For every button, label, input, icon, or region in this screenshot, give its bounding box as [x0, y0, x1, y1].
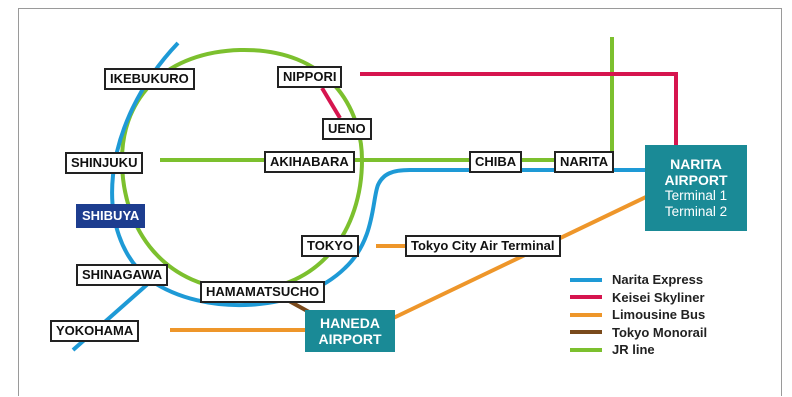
station-shinagawa: SHINAGAWA	[76, 264, 169, 286]
legend-swatch	[570, 330, 602, 335]
station-ueno: UENO	[322, 118, 372, 140]
station-narita: NARITA	[554, 151, 615, 173]
station-nippori: NIPPORI	[277, 66, 343, 88]
station-shinjuku: SHINJUKU	[65, 152, 144, 174]
station-chiba: CHIBA	[469, 151, 523, 173]
station-akihabara: AKIHABARA	[264, 151, 355, 173]
legend-label: Tokyo Monorail	[612, 324, 708, 340]
legend-swatch	[570, 312, 602, 317]
haneda-airport-box: HANEDA AIRPORT	[305, 310, 395, 352]
keisei-skyliner-ueno	[320, 86, 342, 120]
station-shibuya: SHIBUYA	[76, 204, 146, 228]
narita-airport-label: AIRPORT	[664, 172, 728, 188]
legend-item: Tokyo Monorail	[570, 324, 707, 342]
station-ikebukuro: IKEBUKURO	[104, 68, 195, 90]
legend-swatch	[570, 277, 602, 282]
haneda-airport-name: HANEDA	[320, 315, 380, 331]
station-tokyo: TOKYO	[301, 235, 359, 257]
narita-terminal-1: Terminal 1	[664, 188, 728, 203]
narita-airport-box: NARITA AIRPORT Terminal 1 Terminal 2	[645, 145, 747, 231]
station-yokohama: YOKOHAMA	[50, 320, 140, 342]
station-tokyo-city-air-terminal: Tokyo City Air Terminal	[405, 235, 561, 257]
legend-swatch	[570, 347, 602, 352]
limousine-bus-haneda-narita	[384, 194, 649, 324]
station-hamamatsucho: HAMAMATSUCHO	[200, 281, 326, 303]
keisei-skyliner-line	[360, 72, 678, 145]
narita-terminal-2: Terminal 2	[664, 204, 728, 219]
legend-label: JR line	[612, 342, 655, 358]
legend-item: Limousine Bus	[570, 306, 707, 324]
legend-label: Keisei Skyliner	[612, 289, 705, 305]
legend-label: Limousine Bus	[612, 307, 706, 323]
legend-item: JR line	[570, 341, 707, 359]
legend-item: Keisei Skyliner	[570, 289, 707, 307]
legend-item: Narita Express	[570, 271, 707, 289]
legend-label: Narita Express	[612, 272, 704, 288]
legend-swatch	[570, 295, 602, 300]
haneda-airport-label: AIRPORT	[318, 331, 382, 347]
narita-airport-name: NARITA	[670, 156, 722, 172]
